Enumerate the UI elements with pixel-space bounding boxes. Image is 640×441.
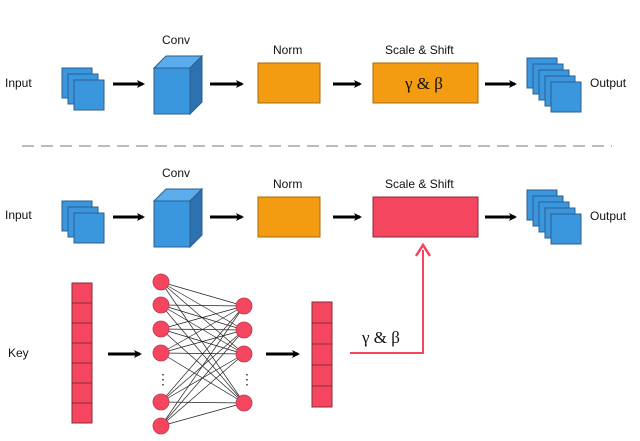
bottom-scale-shift-label: Scale & Shift xyxy=(385,177,454,191)
network-edge xyxy=(160,402,245,427)
input-layer-node xyxy=(152,393,170,411)
top-norm-block xyxy=(257,62,321,104)
key-vector-cell xyxy=(71,322,93,344)
network-edge xyxy=(160,281,245,355)
key-vector-cell xyxy=(71,282,93,304)
bottom-output-feature-maps xyxy=(526,189,582,245)
bottom-output-label: Output xyxy=(590,209,627,223)
bottom-conv-label: Conv xyxy=(162,166,190,180)
key-vector-cell xyxy=(71,342,93,364)
top-output-label: Output xyxy=(590,76,627,90)
params-arrowhead-icon xyxy=(414,242,432,257)
params-arrow xyxy=(350,250,424,354)
params-vector-cell xyxy=(311,364,333,387)
top-scale-shift-block xyxy=(372,62,479,104)
top-conv-label: Conv xyxy=(162,33,190,47)
network-nodes xyxy=(152,273,253,435)
network-edge xyxy=(160,329,245,427)
input-layer-node xyxy=(152,273,170,291)
key-label: Key xyxy=(8,346,29,360)
network-connections xyxy=(160,281,245,427)
input-layer-node xyxy=(152,417,170,435)
key-vector-cell xyxy=(71,402,93,424)
bottom-input-label: Input xyxy=(5,208,32,222)
hidden-layer-node xyxy=(235,345,253,363)
bottom-scale-shift-block xyxy=(372,196,479,238)
bottom-pipeline: Input Conv Norm Scale & Shift Output xyxy=(5,166,627,435)
network-edge xyxy=(160,305,245,427)
network-edge xyxy=(160,281,245,404)
network-edge xyxy=(160,281,245,307)
top-pipeline: Input Conv Norm Scale & Shift γ & β Out xyxy=(5,33,627,116)
key-vector-cell xyxy=(71,382,93,404)
network-edge xyxy=(160,305,245,354)
network-edge xyxy=(160,353,245,427)
input-layer-node xyxy=(152,320,170,338)
bottom-conv-cube xyxy=(152,187,204,249)
top-input-label: Input xyxy=(5,76,32,90)
network-edge xyxy=(160,401,245,404)
top-input-feature-maps xyxy=(61,67,105,111)
params-vector-cell xyxy=(311,343,333,366)
top-norm-label: Norm xyxy=(273,43,302,57)
bottom-norm-block xyxy=(257,196,321,238)
network-edge xyxy=(160,305,245,403)
bottom-input-feature-maps xyxy=(61,200,105,244)
bottom-norm-label: Norm xyxy=(273,177,302,191)
top-conv-cube xyxy=(152,54,204,116)
params-vector-cell xyxy=(311,301,333,324)
hidden-layer-node xyxy=(235,297,253,315)
params-vector-cell xyxy=(311,322,333,345)
key-vector xyxy=(71,282,93,424)
network-edge xyxy=(160,329,245,354)
input-layer-node xyxy=(152,296,170,314)
generated-params-vector xyxy=(311,301,333,408)
top-scale-shift-label: Scale & Shift xyxy=(385,43,454,57)
top-output-feature-maps xyxy=(526,57,582,113)
hidden-layer-node xyxy=(235,321,253,339)
network-edge xyxy=(160,305,245,330)
key-vector-cell xyxy=(71,362,93,384)
input-layer-node xyxy=(152,344,170,362)
input-layer-ellipsis: ⋮ xyxy=(156,371,170,387)
params-label: γ & β xyxy=(361,328,400,347)
hidden-layer-ellipsis: ⋮ xyxy=(240,371,254,387)
key-vector-cell xyxy=(71,302,93,324)
params-vector-cell xyxy=(311,385,333,408)
top-gamma-beta: γ & β xyxy=(404,74,443,93)
hidden-layer-node xyxy=(235,394,253,412)
network-edge xyxy=(160,304,245,307)
